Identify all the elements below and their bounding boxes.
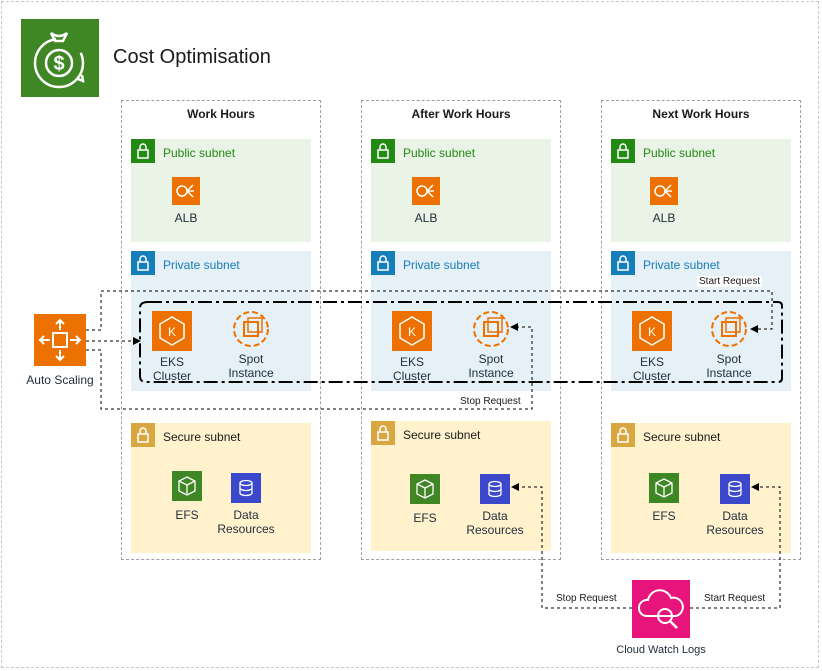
- public-subnet: Public subnet ALB: [611, 139, 791, 242]
- lock-icon: [611, 251, 635, 275]
- subnet-label: Public subnet: [643, 146, 716, 160]
- efs-icon: [410, 474, 440, 509]
- spot-instance-icon: [471, 309, 511, 354]
- alb-label: ALB: [652, 211, 676, 225]
- subnet-label: Public subnet: [163, 146, 236, 160]
- efs-label: EFS: [413, 511, 437, 525]
- subnet-label: Private subnet: [163, 258, 240, 272]
- rds-icon: [480, 474, 510, 509]
- cloudwatch-logs-label: Cloud Watch Logs: [616, 644, 706, 656]
- alb-icon: [412, 177, 440, 210]
- eks-icon: K: [152, 311, 192, 356]
- subnet-label: Secure subnet: [163, 430, 241, 444]
- svg-text:K: K: [648, 325, 656, 339]
- cloudwatch-logs-icon: [632, 580, 690, 638]
- column-next-work-hours: Next Work Hours Public subnet ALB Privat…: [601, 100, 801, 560]
- lock-icon: [371, 251, 395, 275]
- eks-icon: K: [392, 311, 432, 356]
- eks-icon: K: [632, 311, 672, 356]
- efs-label: EFS: [652, 509, 676, 523]
- svg-text:K: K: [408, 325, 416, 339]
- column-after-work-hours: After Work Hours Public subnet ALB Priva…: [361, 100, 561, 560]
- alb-icon: [172, 177, 200, 210]
- svg-text:K: K: [168, 325, 176, 339]
- lock-icon: [131, 423, 155, 447]
- subnet-label: Secure subnet: [403, 428, 481, 442]
- subnet-label: Secure subnet: [643, 430, 721, 444]
- spot-instance-icon: [709, 309, 749, 354]
- cost-optimisation-icon: $: [21, 19, 99, 97]
- stop-request-mid-label: Stop Request: [458, 396, 523, 407]
- subnet-label: Private subnet: [643, 258, 720, 272]
- lock-icon: [131, 251, 155, 275]
- column-work-hours: Work Hours Public subnet ALB Private sub…: [121, 100, 321, 560]
- alb-label: ALB: [414, 211, 438, 225]
- subnet-label: Public subnet: [403, 146, 476, 160]
- rds-icon: [231, 473, 261, 508]
- rds-icon: [720, 474, 750, 509]
- start-request-top-label: Start Request: [697, 276, 763, 287]
- efs-label: EFS: [175, 508, 199, 522]
- auto-scaling-label: Auto Scaling: [26, 373, 94, 387]
- lock-icon: [611, 423, 635, 447]
- page-title: Cost Optimisation: [113, 46, 271, 68]
- column-title: Next Work Hours: [652, 107, 750, 121]
- public-subnet: Public subnet ALB: [371, 139, 551, 242]
- lock-icon: [611, 139, 635, 163]
- lock-icon: [371, 139, 395, 163]
- public-subnet: Public subnet ALB: [131, 139, 311, 242]
- column-title: Work Hours: [187, 107, 255, 121]
- svg-text:$: $: [53, 53, 64, 75]
- auto-scaling-icon: [34, 314, 86, 366]
- spot-instance-icon: [231, 309, 271, 354]
- lock-icon: [131, 139, 155, 163]
- alb-icon: [650, 177, 678, 210]
- lock-icon: [371, 421, 395, 445]
- subnet-label: Private subnet: [403, 258, 480, 272]
- column-title: After Work Hours: [411, 107, 511, 121]
- efs-icon: [649, 473, 679, 508]
- alb-label: ALB: [174, 211, 198, 225]
- start-request-bottom-label: Start Request: [702, 593, 768, 604]
- efs-icon: [172, 471, 202, 506]
- stop-request-bottom-label: Stop Request: [554, 593, 619, 604]
